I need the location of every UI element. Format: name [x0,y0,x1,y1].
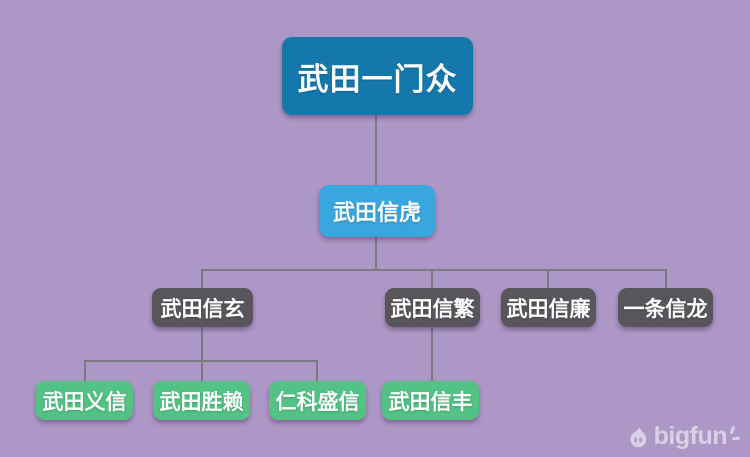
connector-drop-gen4-2 [316,361,318,382]
connector-drop-gen4-1 [201,361,203,382]
node-takeda-yoshinobu: 武田义信 [36,381,133,420]
connector-gen3-1-to-gen4-3 [431,326,433,382]
node-takeda-ichimonshu: 武田一门众 [282,37,473,115]
connector-drop-gen3-2 [547,270,549,289]
node-ichijo-nobutatsu: 一条信龙 [618,288,713,327]
node-takeda-nobushige: 武田信繁 [385,288,480,327]
spark-icon [729,425,741,448]
flame-face-icon [625,424,651,450]
node-takeda-nobutora: 武田信虎 [319,185,435,237]
node-takeda-shingen: 武田信玄 [152,288,253,327]
bigfun-logo-text: bigfun [653,422,728,450]
node-takeda-katsuyori: 武田胜赖 [153,381,250,420]
connector-gen3-0-stem [201,326,203,361]
node-nishina-morinobu: 仁科盛信 [269,381,366,420]
node-takeda-nobukado: 武田信廉 [501,288,596,327]
connector-drop-gen3-3 [665,270,667,289]
connector-gen2-stem [375,236,377,271]
connector-root-to-gen2 [375,113,377,187]
connector-drop-gen3-1 [431,270,433,289]
node-takeda-nobutoyo: 武田信丰 [382,381,479,420]
bigfun-watermark: bigfun [625,422,741,451]
connector-gen3-bar [201,269,667,271]
connector-drop-gen3-0 [201,270,203,289]
connector-drop-gen4-0 [84,361,86,382]
